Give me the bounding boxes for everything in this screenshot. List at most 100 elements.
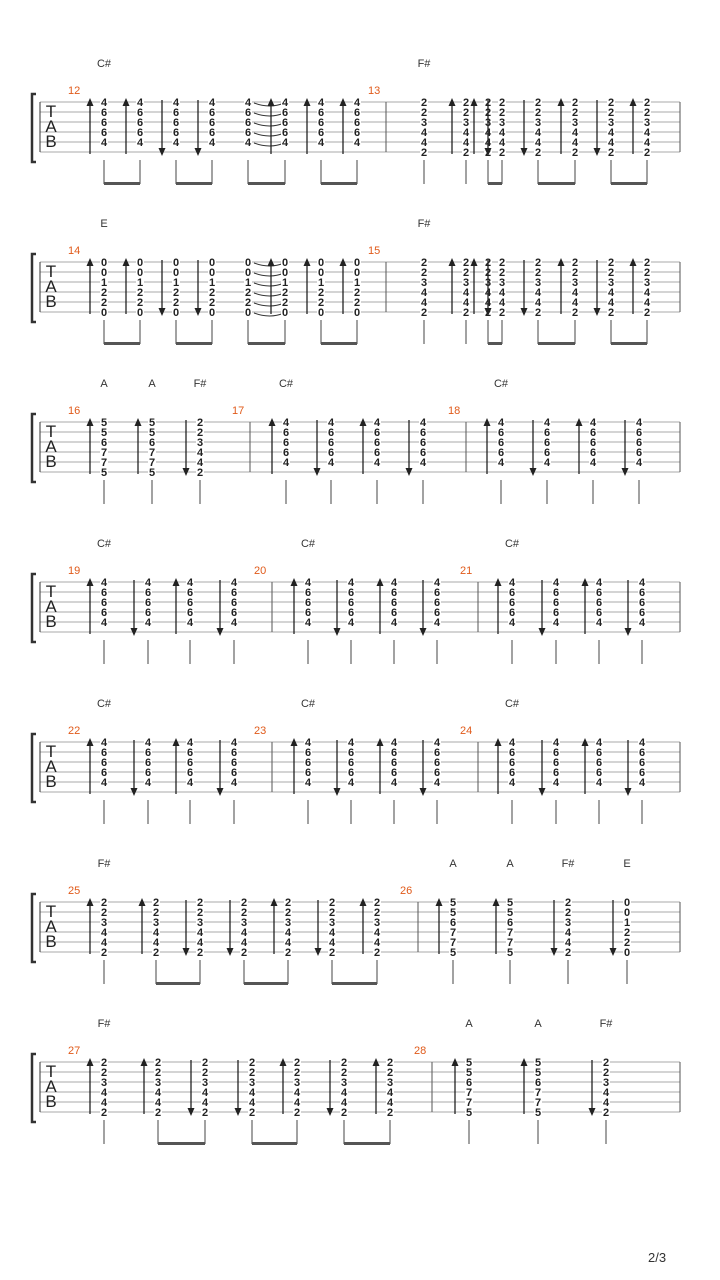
fret-number: 6 [434,607,440,619]
strum-up-arrow-icon [172,738,180,746]
fret-number: 4 [565,937,572,949]
fret-bg [100,1068,108,1077]
fret-bg [244,298,252,307]
beam [488,182,502,185]
fret-bg [154,1108,162,1117]
fret-number: 5 [535,1067,541,1079]
fret-number: 0 [318,257,324,269]
fret-number: 3 [535,117,541,129]
fret-number: 1 [209,277,215,289]
fret-number: 6 [639,757,645,769]
system-bracket [30,92,36,164]
fret-bg [543,428,551,437]
tie-curve-icon [253,122,285,127]
fret-bg [327,418,335,427]
fret-number: 6 [450,917,456,929]
fret-number: 2 [285,947,291,959]
fret-bg [100,578,108,587]
beam [332,982,377,985]
fret-bg [465,1058,473,1067]
fret-number: 6 [596,747,602,759]
fret-bg [534,1088,542,1097]
fret-number: 4 [101,617,108,629]
fret-bg [353,298,361,307]
fret-number: 2 [421,267,427,279]
fret-number: 6 [328,447,334,459]
fret-bg [420,308,428,317]
fret-bg [571,278,579,287]
fret-bg [284,908,292,917]
fret-number: 2 [341,1057,347,1069]
chord-name: C# [494,378,509,390]
fret-number: 2 [354,287,360,299]
fret-bg [304,598,312,607]
fret-bg [144,748,152,757]
fret-bg [186,738,194,747]
fret-number: 6 [283,437,289,449]
fret-number: 2 [463,97,469,109]
fret-bg [136,138,144,147]
strum-down-arrow-icon [405,468,413,476]
fret-number: 2 [603,1107,609,1119]
fret-bg [534,298,542,307]
strum-down-arrow-icon [194,308,202,316]
fret-bg [462,298,470,307]
fret-number: 6 [509,767,515,779]
tab-clef-letter: T [46,102,56,121]
strum-down-arrow-icon [326,1108,334,1116]
strum-up-arrow-icon [86,898,94,906]
fret-bg [293,1108,301,1117]
fret-bg [100,458,108,467]
fret-number: 4 [387,1097,394,1109]
fret-bg [172,298,180,307]
fret-bg [386,1088,394,1097]
fret-number: 4 [231,577,238,589]
fret-number: 4 [644,137,651,149]
fret-number: 6 [101,117,107,129]
fret-bg [498,118,506,127]
fret-number: 6 [434,597,440,609]
fret-bg [589,458,597,467]
fret-number: 6 [231,607,237,619]
fret-bg [172,98,180,107]
fret-number: 2 [101,897,107,909]
fret-number: 2 [535,147,541,159]
strum-down-arrow-icon [484,308,492,316]
fret-bg [390,588,398,597]
fret-bg [281,258,289,267]
fret-bg [420,98,428,107]
fret-number: 6 [553,597,559,609]
fret-bg [144,578,152,587]
fret-bg [571,268,579,277]
chord-name: C# [301,698,316,710]
fret-number: 2 [608,307,614,319]
strum-up-arrow-icon [557,258,565,266]
fret-number: 4 [282,97,289,109]
fret-bg [564,918,572,927]
fret-number: 6 [245,127,251,139]
fret-bg [534,1058,542,1067]
fret-bg [508,588,516,597]
beam [344,1142,390,1145]
fret-number: 4 [421,137,428,149]
fret-number: 4 [285,927,292,939]
strum-down-arrow-icon [529,468,537,476]
fret-number: 4 [145,577,152,589]
fret-number: 5 [466,1057,472,1069]
fret-bg [201,1058,209,1067]
fret-bg [172,138,180,147]
fret-bg [186,598,194,607]
fret-number: 6 [101,607,107,619]
chord-name: E [100,218,107,230]
measure-number: 26 [400,885,412,897]
fret-bg [327,448,335,457]
fret-bg [100,918,108,927]
fret-bg [534,308,542,317]
fret-bg [281,278,289,287]
fret-number: 6 [101,767,107,779]
fret-number: 6 [231,767,237,779]
fret-number: 4 [354,97,361,109]
fret-number: 4 [509,577,516,589]
fret-bg [100,1098,108,1107]
fret-bg [282,438,290,447]
